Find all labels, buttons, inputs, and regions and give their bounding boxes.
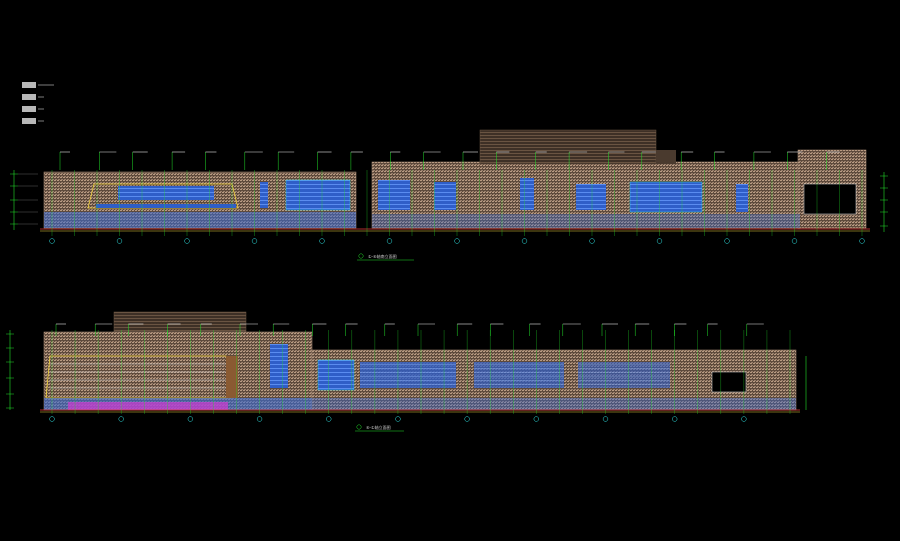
axis-bubble [791, 238, 798, 244]
axis-bubble [251, 238, 258, 244]
axis-bubble [656, 238, 663, 244]
dimension-ticks-upper [59, 151, 840, 170]
caption-lower-text: ⑥-①轴立面图 [366, 424, 391, 430]
elevation-drawing-lower: ⑥-①轴立面图 [6, 311, 807, 432]
axis-bubble [741, 416, 747, 422]
glazing-upper [260, 178, 857, 215]
axis-bubble [724, 238, 730, 244]
axis-bubble [326, 416, 332, 422]
level-markers-left [10, 170, 38, 230]
axis-bubble [672, 416, 678, 422]
legend [22, 82, 54, 124]
ground-line-lower [40, 409, 800, 413]
axis-bubble [187, 416, 194, 422]
legend-swatch [22, 106, 36, 112]
axis-bubble [49, 238, 55, 244]
elevation-drawing-upper: ①-⑥轴南立面图 [10, 129, 888, 261]
axis-bubble [49, 416, 55, 422]
legend-swatch [22, 94, 36, 100]
legend-swatch [22, 82, 36, 88]
axis-bubble [464, 416, 470, 422]
axis-bubble [533, 416, 539, 422]
caption-upper-text: ①-⑥轴南立面图 [368, 253, 397, 259]
caption-lower: ⑥-①轴立面图 [355, 424, 404, 432]
legend-swatch [22, 118, 36, 124]
axis-bubble [386, 238, 393, 244]
axis-bubble [184, 238, 190, 244]
dimension-ticks-lower [55, 323, 764, 336]
level-markers-right [880, 172, 888, 232]
caption-upper: ①-⑥轴南立面图 [357, 253, 414, 261]
axis-bubble [118, 416, 124, 422]
level-markers-left-lower [6, 330, 14, 410]
glazing-lower [270, 344, 747, 393]
axis-bubble [116, 238, 123, 244]
axis-bubble [319, 238, 325, 244]
ground-line-upper [40, 228, 870, 232]
grid-lines-upper [49, 170, 865, 244]
axis-bubble [589, 238, 595, 244]
axis-bubble [859, 238, 865, 244]
axis-bubble [521, 238, 528, 244]
axis-bubble [395, 416, 401, 422]
axis-bubble [256, 416, 263, 422]
grid-lines-lower [49, 330, 791, 422]
axis-bubble [454, 238, 460, 244]
axis-bubble [602, 416, 609, 422]
